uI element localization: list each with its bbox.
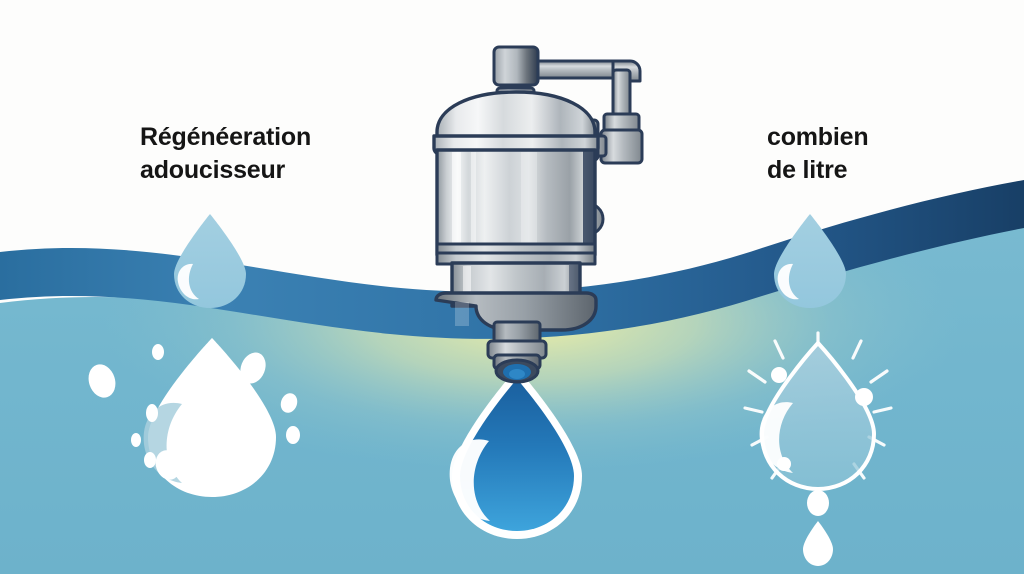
- ray-dot: [771, 367, 787, 383]
- wave-band: [0, 180, 1024, 339]
- droplet-lower-left: [88, 338, 300, 497]
- splash-dot: [240, 352, 266, 384]
- droplet-lower-right: [743, 331, 893, 566]
- droplet-rays: [743, 331, 893, 480]
- tank-bands: [435, 242, 597, 266]
- falling-drop: [807, 490, 829, 516]
- splash-dot: [286, 426, 300, 444]
- outlet-nozzle: [486, 320, 548, 384]
- splash-dot: [146, 404, 158, 422]
- label-combien-de-litre: combien de litre: [767, 123, 869, 184]
- skirt-highlight: [463, 266, 471, 304]
- body-highlight: [521, 152, 537, 253]
- splash-dot: [144, 452, 156, 468]
- splash-dot: [131, 433, 141, 447]
- splash-dot: [152, 344, 164, 360]
- droplet-upper-left: [174, 214, 246, 308]
- splash-dot: [155, 450, 181, 480]
- tank-dome: [432, 90, 600, 156]
- ray-dot: [855, 388, 873, 406]
- falling-drop: [803, 521, 833, 566]
- ray-dot: [777, 457, 791, 471]
- body-highlight: [471, 152, 476, 253]
- splash-dot: [241, 451, 265, 479]
- elbow-fitting: [599, 112, 644, 165]
- label-regeneration-adoucisseur: Régénéeration adoucisseur: [140, 123, 312, 184]
- splash-dot: [88, 364, 116, 398]
- base-flange: [434, 291, 598, 332]
- droplet-upper-right: [774, 214, 846, 308]
- tank-body: [435, 148, 597, 257]
- droplet-center: [449, 368, 582, 539]
- body-highlight: [452, 152, 461, 253]
- splash-dot: [280, 393, 298, 413]
